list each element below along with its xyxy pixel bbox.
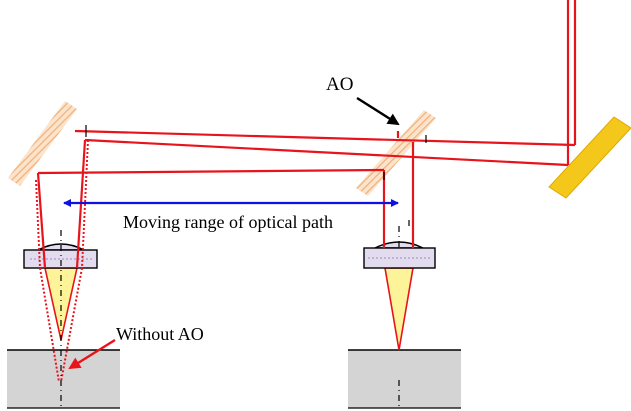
optical-axis-marks [60, 226, 400, 408]
right-sample [348, 350, 461, 408]
left-sample [7, 350, 120, 408]
right-focus-cone [384, 267, 414, 351]
fixed-yellow-mirror [548, 116, 631, 199]
ao-label: AO [326, 74, 353, 95]
right-objective-lens [363, 241, 436, 269]
moving-range-label: Moving range of optical path [123, 212, 333, 232]
ao-pointer-arrow [356, 96, 400, 126]
left-hatched-mirror [8, 101, 77, 186]
ao-hatched-mirror [356, 110, 436, 196]
without-ao-label: Without AO [116, 324, 204, 344]
mirror-tick-marks [85, 125, 427, 226]
without-ao-pointer-arrow [68, 338, 116, 370]
